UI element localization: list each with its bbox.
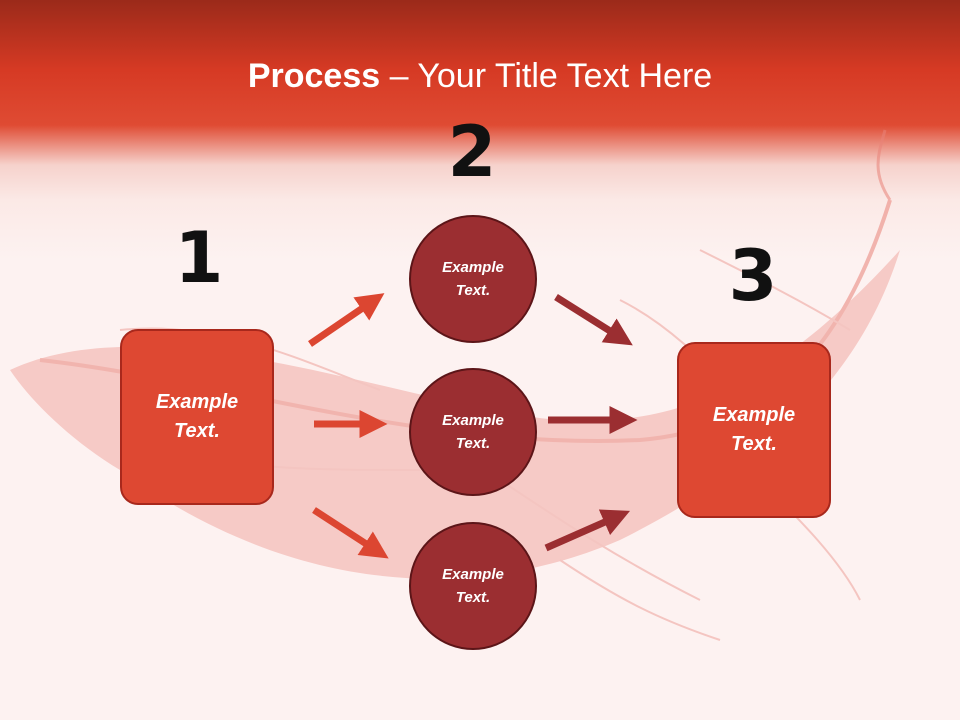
right-box-line1: Example <box>712 404 796 426</box>
step-number-2: 2 <box>447 111 497 193</box>
left-box-line2: Text. <box>174 420 220 442</box>
circle-middle: Example Text. <box>409 368 537 496</box>
circle-top: Example Text. <box>409 215 537 343</box>
circle-bottom-line2: Text. <box>455 589 491 606</box>
step-number-3: 3 <box>728 235 778 317</box>
circle-top-line2: Text. <box>455 282 491 299</box>
circle-middle-line1: Example <box>442 412 504 429</box>
circle-middle-line2: Text. <box>455 435 491 452</box>
slide-title: Process – Your Title Text Here <box>0 52 960 100</box>
step-number-1: 1 <box>174 217 224 299</box>
circle-bottom-line1: Example <box>442 566 504 583</box>
left-process-box: Example Text. <box>120 329 274 505</box>
title-rest: – Your Title Text Here <box>380 57 713 95</box>
circle-top-line1: Example <box>442 259 504 276</box>
right-box-line2: Text. <box>731 433 777 455</box>
left-box-line1: Example <box>155 391 239 413</box>
right-process-box: Example Text. <box>677 342 831 518</box>
circle-bottom: Example Text. <box>409 522 537 650</box>
title-bold-part: Process <box>247 57 381 95</box>
